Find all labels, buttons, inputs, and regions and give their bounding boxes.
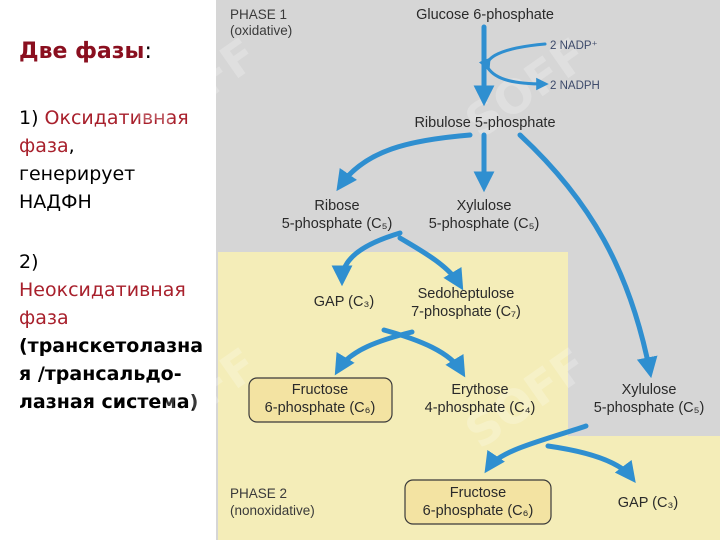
node-sedo-line1: Sedoheptulose [418, 286, 515, 302]
node-sedo-line2: 7-phosphate (C₇) [411, 304, 521, 320]
item2-term: Неоксидативная [19, 279, 186, 301]
arrow-ribulose-to-xylulose2 [517, 132, 658, 379]
item1-line1: 1) Оксидативная [19, 104, 189, 132]
item1-number: 1) [19, 107, 45, 129]
node-erythrose-line1: Erythose [451, 382, 508, 398]
item1-line3: генерирует [19, 163, 136, 185]
fructose2-box [404, 479, 552, 525]
node-xylulose2-line2: 5-phosphate (C₅) [594, 400, 705, 416]
node-xylulose1-line1: Xylulose [457, 198, 512, 214]
node-ribose-line2: 5-phosphate (C₅) [282, 216, 393, 232]
phase2-subtitle: (nonoxidative) [230, 503, 315, 518]
node-fructose2-line2: 6-phosphate (C₆) [423, 503, 534, 519]
watermark-text-1: SOFF [125, 27, 267, 149]
item1-line2: фаза, [19, 132, 75, 160]
node-xylulose2-line1: Xylulose [622, 382, 677, 398]
node-gap2: GAP (C₃) [618, 495, 678, 511]
item1-term-2: фаза [19, 135, 69, 157]
item2-line3: (транскетолазна [19, 335, 204, 357]
arrow-nadp-in [478, 42, 547, 72]
phase1-title: PHASE 1 [230, 7, 287, 22]
item2-line2: фаза [19, 304, 69, 332]
item1-comma: , [68, 135, 75, 157]
node-fructose1-line1: Fructose [292, 382, 348, 398]
label-nadph: 2 NADPH [550, 80, 600, 92]
item1-term: Оксидативная [44, 107, 189, 129]
arrow-nadph-out [486, 66, 549, 91]
heading: Две фазы: [19, 38, 152, 66]
item2-line1: Неоксидативная [19, 276, 186, 304]
node-gap1: GAP (C₃) [314, 294, 374, 310]
node-erythrose-line2: 4-phosphate (C₄) [425, 400, 536, 416]
node-glucose-6-phosphate: Glucose 6-phosphate [416, 7, 554, 23]
item2-line5: лазная система) [19, 391, 199, 413]
arrow-ribulose-to-ribose [336, 132, 473, 192]
arrow-to-erythrose [381, 327, 466, 378]
label-nadp: 2 NADP⁺ [550, 40, 598, 52]
item2-line4: я /трансальдо- [19, 363, 182, 385]
phase1-subtitle: (oxidative) [230, 23, 292, 38]
arrow-to-sedo [397, 235, 464, 291]
left-text-panel: Две фазы: 1) Оксидативная фаза, генериру… [0, 0, 216, 540]
arrow-to-fructose2 [484, 423, 589, 474]
fructose1-box [248, 377, 393, 423]
node-xylulose1-line2: 5-phosphate (C₅) [429, 216, 540, 232]
item2-number: 2) [19, 251, 39, 273]
arrow-to-gap1 [331, 230, 403, 287]
node-ribose-line1: Ribose [314, 198, 359, 214]
arrow-to-gap2 [545, 443, 636, 484]
node-ribulose-5-phosphate: Ribulose 5-phosphate [414, 115, 555, 131]
arrows [331, 24, 658, 484]
heading-colon: : [144, 39, 152, 64]
phase2-title: PHASE 2 [230, 486, 287, 501]
node-fructose2-line1: Fructose [450, 485, 506, 501]
heading-text: Две фазы [19, 39, 145, 64]
node-fructose1-line2: 6-phosphate (C₆) [265, 400, 376, 416]
item1-line4: НАДФН [19, 191, 92, 213]
item2-term-2: фаза [19, 307, 69, 329]
